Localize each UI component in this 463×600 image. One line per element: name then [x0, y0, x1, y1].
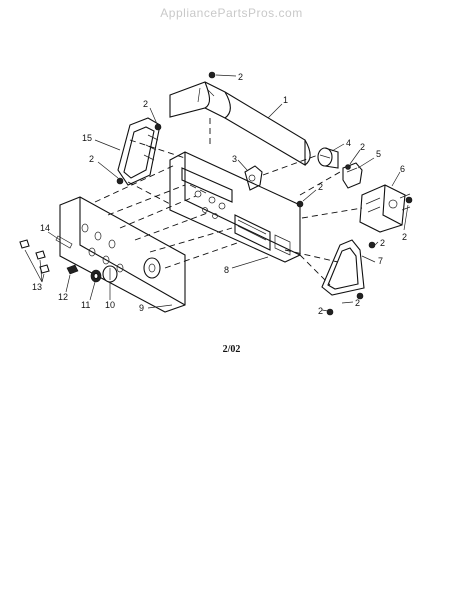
callout-3: 3 — [232, 154, 237, 164]
callout-2: 2 — [360, 142, 365, 152]
callout-15: 15 — [82, 133, 92, 143]
callout-2: 2 — [402, 232, 407, 242]
leader-lines — [24, 74, 409, 312]
callout-11: 11 — [81, 300, 90, 310]
callout-2: 2 — [143, 99, 148, 109]
callout-2: 2 — [380, 238, 385, 248]
callout-6: 6 — [400, 164, 405, 174]
callout-2: 2 — [89, 154, 94, 164]
watermark: AppliancePartsPros.com — [160, 6, 303, 20]
callout-5: 5 — [376, 149, 381, 159]
part-3-switch — [244, 165, 263, 191]
part-12-push-button — [66, 264, 79, 275]
screws-part-2 — [116, 71, 413, 316]
callout-7: 7 — [378, 256, 383, 266]
callout-2: 2 — [318, 306, 323, 316]
callouts: 1 2 2 2 2 2 2 2 2 2 3 4 5 6 7 8 9 10 11 … — [32, 72, 407, 316]
callout-1: 1 — [283, 95, 288, 105]
part-6-timer — [359, 184, 411, 233]
callout-8: 8 — [224, 265, 229, 275]
part-9-fascia-panel — [59, 196, 186, 313]
part-11-knob — [90, 269, 102, 283]
date-code: 2/02 — [222, 344, 241, 355]
part-7-end-bracket — [321, 239, 365, 296]
callout-10: 10 — [105, 300, 115, 310]
callout-12: 12 — [58, 292, 68, 302]
callout-14: 14 — [40, 223, 50, 233]
part-1-console-top — [169, 81, 311, 166]
part-10-timer-knob — [102, 265, 118, 283]
part-14-light-lens — [55, 235, 73, 249]
callout-4: 4 — [346, 138, 351, 148]
callout-2: 2 — [318, 182, 323, 192]
callout-2: 2 — [355, 298, 360, 308]
part-5-switch — [342, 162, 363, 189]
part-4-selector-switch — [317, 147, 339, 169]
callout-9: 9 — [139, 303, 144, 313]
callout-2: 2 — [238, 72, 243, 82]
part-13-buttons — [19, 239, 50, 274]
callout-13: 13 — [32, 282, 42, 292]
assembly-lines — [94, 139, 363, 286]
part-8-control-panel — [169, 151, 301, 263]
